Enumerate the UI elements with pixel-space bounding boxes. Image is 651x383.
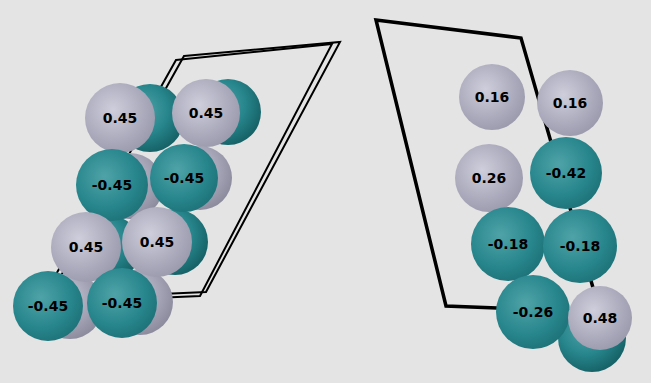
atom-sphere: -0.45	[150, 144, 218, 212]
background-atom	[37, 79, 626, 372]
atom-sphere: -0.45	[13, 271, 83, 341]
atom-sphere: 0.16	[459, 64, 525, 130]
charge-value: 0.45	[69, 239, 104, 255]
atom-sphere: -0.18	[471, 207, 545, 281]
atom-sphere: 0.45	[172, 79, 240, 147]
charge-value: -0.18	[560, 238, 600, 254]
cell-outline	[40, 42, 340, 303]
charge-value: -0.45	[102, 295, 142, 311]
atom-sphere: 0.45	[122, 207, 192, 277]
atom-sphere: -0.26	[496, 275, 570, 349]
charge-value: 0.45	[189, 105, 224, 121]
charge-value: 0.16	[553, 95, 588, 111]
atom-sphere: 0.48	[568, 286, 632, 350]
atom-sphere: -0.45	[76, 149, 148, 221]
charge-value: 0.45	[103, 110, 138, 126]
charge-value: -0.18	[488, 236, 528, 252]
charge-value: -0.42	[546, 165, 586, 181]
atom-sphere: 0.16	[537, 70, 603, 136]
charge-value: -0.45	[28, 298, 68, 314]
charge-value: 0.26	[472, 170, 507, 186]
atom-sphere: 0.45	[85, 83, 155, 153]
charge-value: -0.45	[92, 177, 132, 193]
atom-sphere: -0.42	[530, 137, 602, 209]
atom-sphere: -0.45	[87, 268, 157, 338]
atom-sphere: -0.18	[543, 209, 617, 283]
charge-value: 0.45	[140, 234, 175, 250]
charge-value: -0.45	[164, 170, 204, 186]
charge-value: 0.16	[475, 89, 510, 105]
charge-value: -0.26	[513, 304, 553, 320]
charge-value: 0.48	[583, 310, 618, 326]
atom-sphere: 0.26	[455, 144, 523, 212]
